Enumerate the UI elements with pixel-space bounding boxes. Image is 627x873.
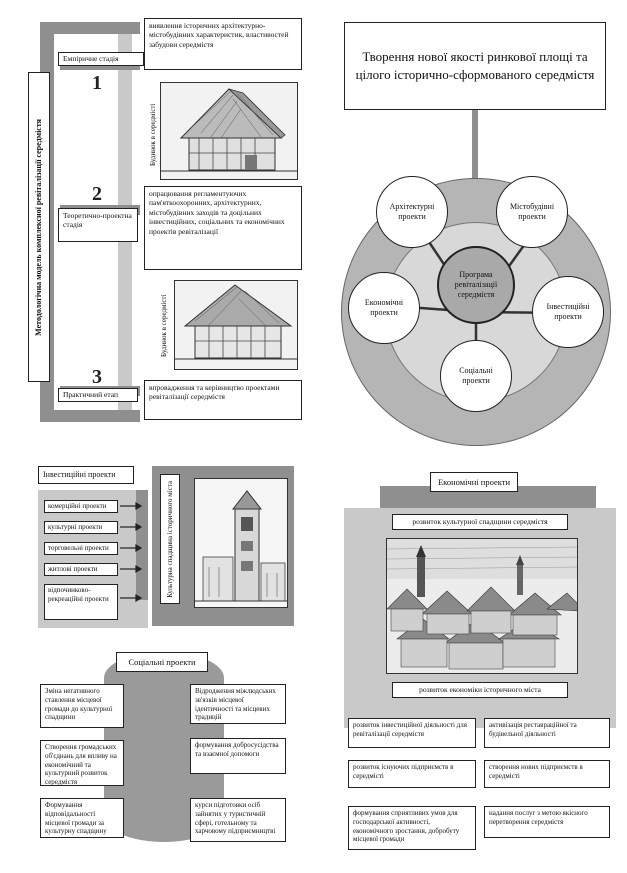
wooden-house-image-1 xyxy=(160,82,298,180)
economic-left-item-3: формування сприятливих умов для господар… xyxy=(348,806,476,850)
economic-title: Економічні проекти xyxy=(430,472,518,492)
program-center: Програма ревіталізації середмістя xyxy=(437,246,515,324)
social-title: Соціальні проекти xyxy=(116,652,208,672)
tower-image xyxy=(194,478,288,608)
tower-drawing xyxy=(195,479,287,607)
investment-bracket xyxy=(136,490,148,600)
investment-item-trade: торговельні проекти xyxy=(44,542,118,555)
economic-right-item-2: створення нових підприємств в середмісті xyxy=(484,760,610,788)
stage3-description: впровадження та керівництво проектами ре… xyxy=(144,380,302,420)
stage3-number: 3 xyxy=(92,366,102,388)
satellite-investment: Інвестиційні проекти xyxy=(532,276,604,348)
economic-left-item-1: розвиток інвестиційної діяльності для ре… xyxy=(348,718,476,748)
stage3-label: Практичний етап xyxy=(58,388,138,402)
economic-top-box: розвиток культурної спадщини середмістя xyxy=(392,514,568,530)
investment-item-recreation: відпочинково-рекреаційні проекти xyxy=(44,584,118,620)
social-left-item-1: Зміна негативного ставлення місцевої гро… xyxy=(40,684,124,728)
investment-title: Інвестиційні проекти xyxy=(38,466,134,484)
cultural-heritage-box: Культурна спадщина історичного міста xyxy=(160,474,180,604)
wooden-house-drawing-1 xyxy=(161,83,297,179)
wooden-house-drawing-2 xyxy=(175,281,297,369)
social-right-item-2: формування добросусідства та взаємної до… xyxy=(190,738,286,774)
investment-item-housing: житлові проекти xyxy=(44,563,118,576)
stage2-label: Теоретично-проектна стадія xyxy=(58,208,138,242)
image2-caption: Будинок в середмісті xyxy=(160,294,168,358)
stage2-description: опрацювання регламентуючих пам'яткоохоро… xyxy=(144,186,302,270)
program-title: Творення нової якості ринкової площі та … xyxy=(344,22,606,110)
stage1-number: 1 xyxy=(92,72,102,94)
satellite-social: Соціальні проекти xyxy=(440,340,512,412)
city-panorama-drawing xyxy=(387,539,577,673)
frame-top-bar xyxy=(40,22,140,34)
economic-right-item-3: надання послуг з метою якісного перетвор… xyxy=(484,806,610,838)
title-connector xyxy=(472,110,478,188)
investment-arrows xyxy=(120,501,142,603)
wooden-house-image-2 xyxy=(174,280,298,370)
stage1-label: Емпіричне стадія xyxy=(58,52,144,66)
satellite-urban-planning: Містобудівні проекти xyxy=(496,176,568,248)
frame-bottom-bar xyxy=(40,410,140,422)
stage2-number: 2 xyxy=(92,183,102,205)
satellite-economic: Економічні проекти xyxy=(348,272,420,344)
image1-caption: Будинок в середмісті xyxy=(149,103,157,167)
social-left-item-2: Створення громадських об'єднань для впли… xyxy=(40,740,124,786)
city-panorama-image xyxy=(386,538,578,674)
social-right-item-1: Відродження міжлюдських зв'язків місцево… xyxy=(190,684,286,724)
satellite-architecture: Архітектурні проекти xyxy=(376,176,448,248)
economic-right-item-1: активізація реставраційної та будівельно… xyxy=(484,718,610,748)
vertical-title: Методологічна модель комплексної ревітал… xyxy=(34,118,43,336)
investment-item-commercial: комерційні проекти xyxy=(44,500,118,513)
social-left-item-3: Формування відповідальності місцевої гро… xyxy=(40,798,124,838)
economic-left-item-2: розвиток існуючих підприємств в середміс… xyxy=(348,760,476,788)
social-right-item-3: курси підготовки осіб зайнятих у туристи… xyxy=(190,798,286,842)
cultural-heritage-label: Культурна спадщина історичного міста xyxy=(165,480,174,598)
economic-bottom-box: розвиток економіки історичного міста xyxy=(392,682,568,698)
vertical-title-box: Методологічна модель комплексної ревітал… xyxy=(28,72,50,382)
stage1-description: виявлення історичних архітектурно-містоб… xyxy=(144,18,302,70)
investment-item-cultural: культурні проекти xyxy=(44,521,118,534)
